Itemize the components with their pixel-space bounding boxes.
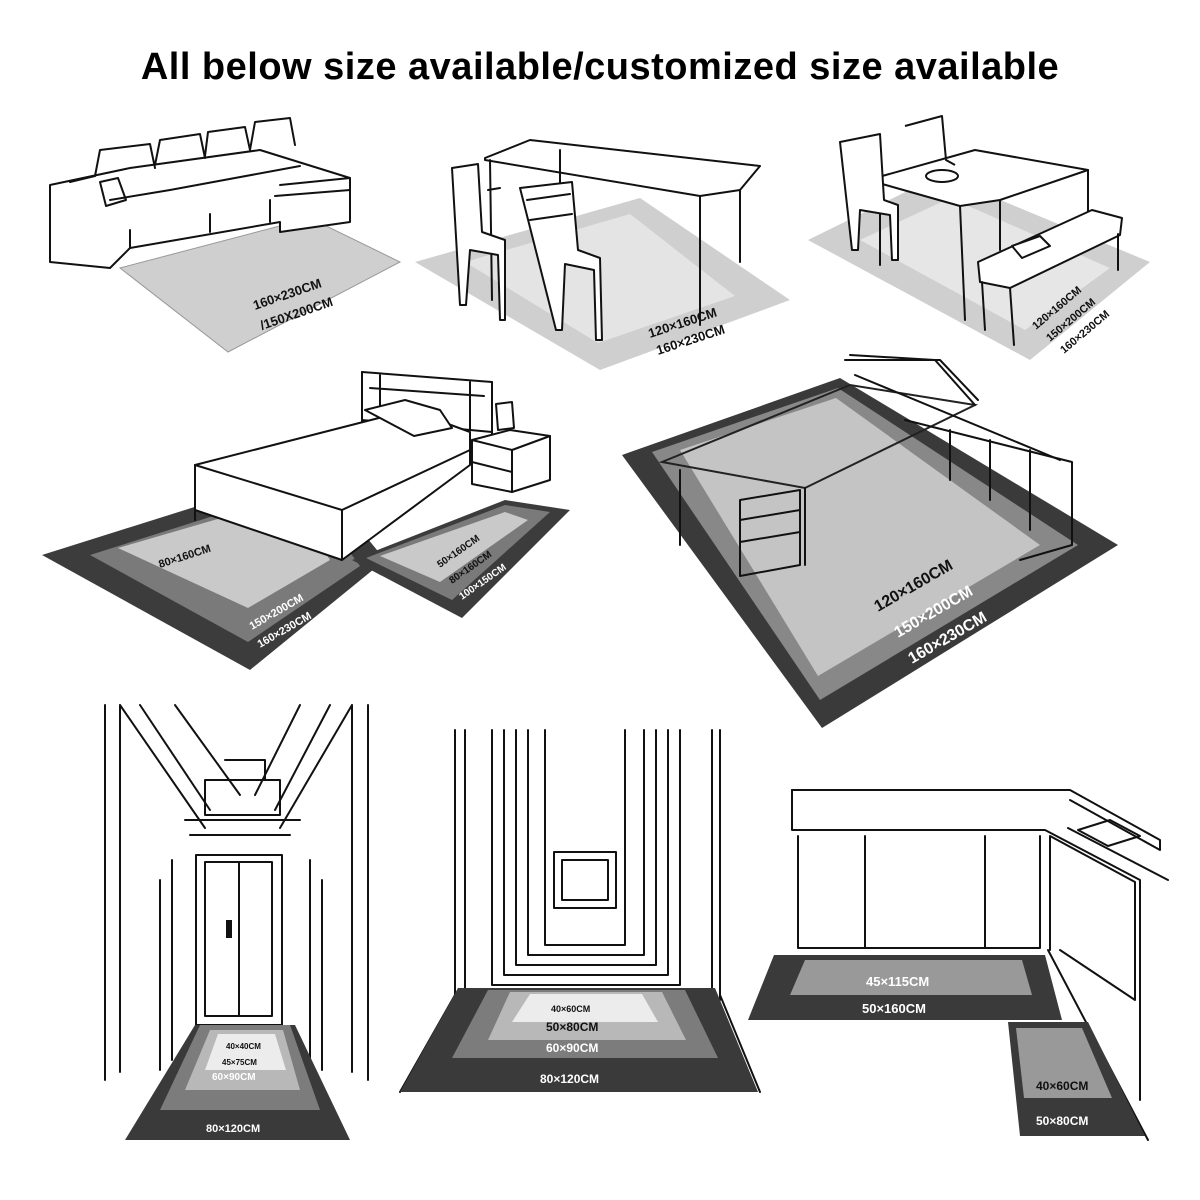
office-rug-inner	[680, 398, 1040, 676]
bed-icon	[194, 371, 493, 561]
entrance-rug-inner	[512, 994, 658, 1022]
dining-bench-scene: 120×160CM 150×200CM 160×230CM	[808, 115, 1150, 360]
kitchen-mat-size-1: 40×60CM	[1036, 1079, 1088, 1093]
dining-table-icon	[484, 139, 761, 326]
entrance-size-1: 40×60CM	[551, 1004, 590, 1014]
office-scene: 120×160CM 150×200CM 160×230CM	[622, 354, 1118, 728]
kitchen-mat-inner	[1016, 1028, 1112, 1098]
bedroom-side-rug-inner	[380, 512, 528, 582]
kitchen-mat-size-2: 50×80CM	[1036, 1114, 1088, 1128]
dining-chair-icon	[451, 163, 603, 341]
desk-icon	[658, 354, 1073, 577]
entrance-size-2: 50×80CM	[546, 1020, 598, 1034]
sofa-icon	[49, 117, 351, 269]
kitchen-runner-inner	[790, 960, 1032, 995]
entrance-scene: 40×60CM 50×80CM 60×90CM 80×120CM	[399, 729, 761, 1093]
kitchen-runner-size-2: 50×160CM	[862, 1001, 926, 1016]
kitchen-scene: 45×115CM 50×160CM 40×60CM 50×80CM	[748, 789, 1169, 1141]
living-room-scene: 160×230CM /150X200CM	[49, 117, 402, 353]
nightstand-icon	[471, 401, 551, 493]
headline: All below size available/customized size…	[140, 46, 1060, 88]
kitchen-runner-size-1: 45×115CM	[866, 974, 929, 989]
hallway-size-3: 60×90CM	[212, 1072, 256, 1083]
hallway-size-1: 40×40CM	[226, 1042, 261, 1051]
hallway-size-2: 45×75CM	[222, 1058, 257, 1067]
hallway-scene: 40×40CM 45×75CM 60×90CM 80×120CM	[104, 704, 369, 1140]
living-room-rug	[118, 217, 402, 353]
hallway-rug-inner	[205, 1034, 286, 1070]
table-with-bench-icon	[839, 115, 1123, 346]
hallway-size-4: 80×120CM	[206, 1123, 260, 1135]
entrance-size-3: 60×90CM	[546, 1041, 598, 1055]
dining-room-scene: 120×160CM 160×230CM	[415, 139, 790, 370]
bedroom-scene: 80×160CM 150×200CM 160×230CM 50×160CM 80…	[42, 371, 570, 670]
entrance-size-4: 80×120CM	[540, 1072, 599, 1086]
